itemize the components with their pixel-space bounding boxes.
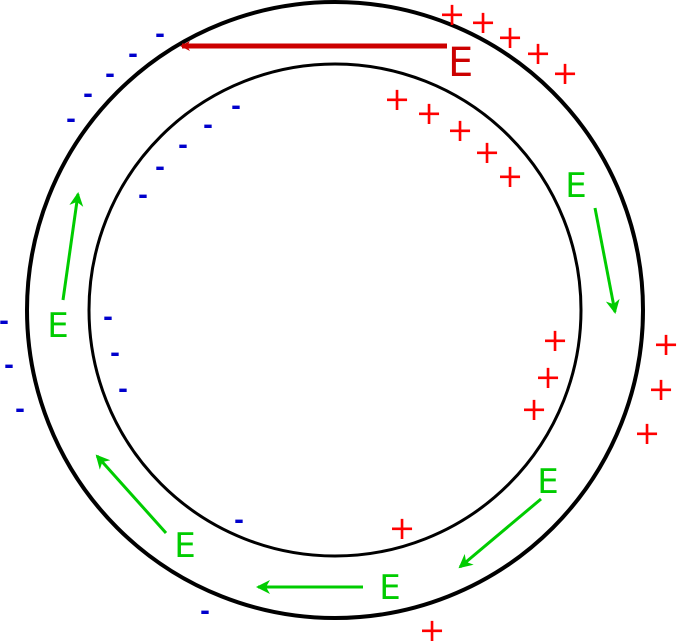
positive-charge: +	[542, 321, 569, 359]
positive-charge: +	[634, 414, 661, 452]
positive-charge: +	[497, 157, 524, 195]
field-arrow	[458, 497, 542, 569]
negative-charge: -	[105, 60, 115, 88]
positive-charge: +	[552, 54, 579, 92]
positive-charge: +	[439, 0, 466, 33]
negative-charge: -	[138, 181, 148, 209]
negative-charge: -	[4, 351, 14, 379]
negative-charge: -	[66, 105, 76, 133]
positive-charge: +	[535, 358, 562, 396]
positive-charge: +	[389, 509, 416, 547]
positive-charge: +	[474, 133, 501, 171]
outer-ring	[25, 0, 645, 620]
positive-charge: +	[653, 325, 679, 363]
field-label: E	[565, 166, 586, 206]
negative-charge: -	[155, 20, 165, 48]
positive-charge: +	[419, 611, 446, 643]
positive-charge: +	[416, 94, 443, 132]
negative-charge: -	[15, 395, 25, 423]
positive-charge: +	[648, 370, 675, 408]
negative-charge: -	[155, 153, 165, 181]
negative-charge: -	[203, 111, 213, 139]
field-arrow	[61, 192, 84, 301]
field-arrow	[95, 454, 168, 535]
positive-charge: +	[447, 111, 474, 149]
field-label: E	[537, 462, 558, 502]
main-field-label: E	[448, 40, 473, 86]
field-arrow	[593, 207, 620, 314]
negative-charge: -	[83, 80, 93, 108]
field-label: E	[379, 568, 400, 608]
positive-charge: +	[521, 390, 548, 428]
field-label: E	[47, 306, 68, 346]
negative-charge: -	[178, 131, 188, 159]
negative-charge: -	[103, 303, 113, 331]
field-label: E	[174, 526, 195, 566]
positive-charge: +	[525, 34, 552, 72]
negative-charge: -	[128, 40, 138, 68]
inner-ring	[87, 62, 583, 558]
positive-charge: +	[470, 3, 497, 41]
negative-charge: -	[118, 375, 128, 403]
negative-charge: -	[110, 339, 120, 367]
positive-charge: +	[497, 18, 524, 56]
negative-charge: -	[231, 92, 241, 120]
negative-charge: -	[0, 307, 9, 335]
positive-charge: +	[384, 80, 411, 118]
negative-charge: -	[200, 597, 210, 625]
negative-charge: -	[234, 506, 244, 534]
